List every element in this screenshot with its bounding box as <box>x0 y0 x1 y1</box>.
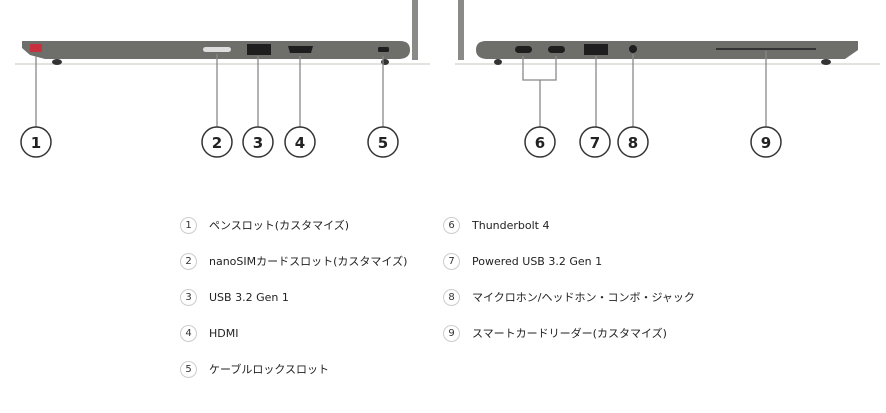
callout-circle <box>524 126 556 158</box>
callout-circle <box>242 126 274 158</box>
leader-lines <box>35 51 767 127</box>
hdmi-port-icon <box>288 46 313 53</box>
callout-circle <box>579 126 611 158</box>
legend-label: HDMI <box>209 326 239 340</box>
callout-number: 5 <box>378 134 388 152</box>
callout-circle <box>750 126 782 158</box>
callout-4: 4 <box>284 126 316 158</box>
callout-2: 2 <box>201 126 233 158</box>
legend-number: 9 <box>443 324 460 342</box>
thunderbolt-port-icon <box>515 46 532 53</box>
callout-number: 4 <box>295 134 305 152</box>
laptop-illustration: 1 2 3 4 5 6 7 8 9 <box>15 0 880 158</box>
legend-item: 4 HDMI <box>180 323 238 343</box>
callout-circle <box>201 126 233 158</box>
callout-7: 7 <box>579 126 611 158</box>
legend-number: 2 <box>180 252 197 270</box>
legend-number: 4 <box>180 324 197 342</box>
callout-number: 3 <box>253 134 263 152</box>
legend-item: 8 マイクロホン/ヘッドホン・コンボ・ジャック <box>443 287 695 307</box>
legend-label: ペンスロット(カスタマイズ) <box>209 219 350 232</box>
legend-number: 6 <box>443 216 460 234</box>
legend-label: ケーブルロックスロット <box>209 363 330 376</box>
legend-number: 5 <box>180 360 197 378</box>
legend-label: nanoSIMカードスロット(カスタマイズ) <box>209 255 408 268</box>
callout-number: 1 <box>31 134 41 152</box>
legend-label: USB 3.2 Gen 1 <box>209 290 289 304</box>
legend-number: 7 <box>443 252 460 270</box>
legend-label: Powered USB 3.2 Gen 1 <box>472 254 603 268</box>
thunderbolt-port-icon <box>548 46 565 53</box>
lock-slot-icon <box>378 47 389 52</box>
callout-number: 2 <box>212 134 222 152</box>
callout-9: 9 <box>750 126 782 158</box>
pen-slot-icon <box>30 44 42 52</box>
legend-label: スマートカードリーダー(カスタマイズ) <box>472 327 667 340</box>
sim-slot-icon <box>203 47 231 52</box>
legend-item: 5 ケーブルロックスロット <box>180 359 329 379</box>
legend-item: 6 Thunderbolt 4 <box>443 215 549 235</box>
callout-circle <box>284 126 316 158</box>
callout-5: 5 <box>367 126 399 158</box>
legend-number: 8 <box>443 288 460 306</box>
smartcard-slot-icon <box>716 48 816 50</box>
usb-port-icon <box>584 44 608 55</box>
callout-circle <box>20 126 52 158</box>
callout-number: 6 <box>535 134 545 152</box>
audio-jack-icon <box>629 45 637 53</box>
legend-number: 3 <box>180 288 197 306</box>
legend-item: 7 Powered USB 3.2 Gen 1 <box>443 251 602 271</box>
callout-number: 7 <box>590 134 600 152</box>
left-side-laptop <box>15 0 430 65</box>
legend-number: 1 <box>180 216 197 234</box>
callout-number: 8 <box>628 134 638 152</box>
usb-port-icon <box>247 44 271 55</box>
callout-circle <box>617 126 649 158</box>
right-side-laptop <box>455 0 880 65</box>
callout-8: 8 <box>617 126 649 158</box>
legend-label: Thunderbolt 4 <box>472 218 550 232</box>
callout-circle <box>367 126 399 158</box>
legend-item: 9 スマートカードリーダー(カスタマイズ) <box>443 323 667 343</box>
callout-6: 6 <box>524 126 556 158</box>
callout-1: 1 <box>20 126 52 158</box>
legend-item: 1 ペンスロット(カスタマイズ) <box>180 215 349 235</box>
legend-item: 3 USB 3.2 Gen 1 <box>180 287 289 307</box>
legend-label: マイクロホン/ヘッドホン・コンボ・ジャック <box>472 291 695 304</box>
legend-item: 2 nanoSIMカードスロット(カスタマイズ) <box>180 251 407 271</box>
callout-number: 9 <box>761 134 771 152</box>
callout-3: 3 <box>242 126 274 158</box>
